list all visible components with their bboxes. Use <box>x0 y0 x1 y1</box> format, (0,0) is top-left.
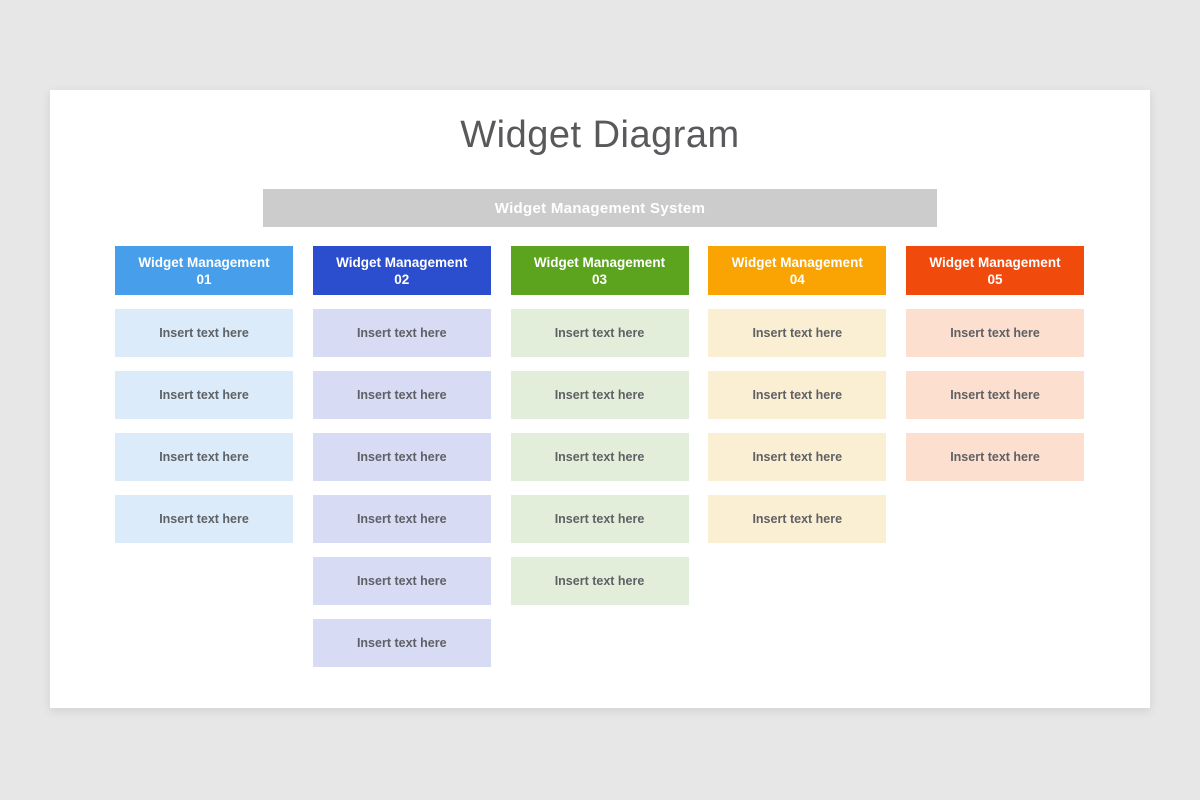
column-header-title: Widget Management <box>138 254 270 270</box>
system-banner: Widget Management System <box>263 189 937 227</box>
system-banner-label: Widget Management System <box>494 199 706 217</box>
column-header: Widget Management 04 <box>708 246 887 295</box>
insert-text-placeholder: Insert text here <box>312 495 491 543</box>
column-header-number: 01 <box>196 271 212 287</box>
column-header-title: Widget Management <box>533 254 666 270</box>
insert-text-placeholder: Insert text here <box>906 309 1084 357</box>
column-header-title: Widget Management <box>336 254 468 270</box>
insert-text-placeholder: Insert text here <box>312 619 491 667</box>
insert-text-placeholder: Insert text here <box>312 371 491 419</box>
insert-text-placeholder: Insert text here <box>906 371 1084 419</box>
column-header-title: Widget Management <box>731 254 863 270</box>
insert-text-placeholder: Insert text here <box>708 495 887 543</box>
column-header: Widget Management 01 <box>115 246 293 295</box>
insert-text-placeholder: Insert text here <box>115 371 293 419</box>
page-title: Widget Diagram <box>460 114 740 156</box>
insert-text-placeholder: Insert text here <box>708 433 887 481</box>
insert-text-placeholder: Insert text here <box>312 557 491 605</box>
insert-text-placeholder: Insert text here <box>115 433 293 481</box>
insert-text-placeholder: Insert text here <box>708 309 887 357</box>
insert-text-placeholder: Insert text here <box>510 309 689 357</box>
column-header-number: 02 <box>394 271 410 287</box>
insert-text-placeholder: Insert text here <box>510 433 689 481</box>
column-header-title: Widget Management <box>929 254 1061 270</box>
slide-card: Widget Diagram Widget Management System … <box>50 90 1150 708</box>
insert-text-placeholder: Insert text here <box>510 371 689 419</box>
insert-text-placeholder: Insert text here <box>708 371 887 419</box>
column-header-number: 03 <box>591 271 608 287</box>
insert-text-placeholder: Insert text here <box>312 433 491 481</box>
insert-text-placeholder: Insert text here <box>906 433 1084 481</box>
insert-text-placeholder: Insert text here <box>510 495 689 543</box>
insert-text-placeholder: Insert text here <box>115 309 293 357</box>
insert-text-placeholder: Insert text here <box>312 309 491 357</box>
column-header-number: 04 <box>789 271 805 287</box>
insert-text-placeholder: Insert text here <box>510 557 689 605</box>
insert-text-placeholder: Insert text here <box>115 495 293 543</box>
column-header: Widget Management 02 <box>312 246 491 295</box>
column-header-number: 05 <box>987 271 1003 287</box>
column-header: Widget Management 05 <box>906 246 1084 295</box>
column-header: Widget Management 03 <box>510 246 689 295</box>
